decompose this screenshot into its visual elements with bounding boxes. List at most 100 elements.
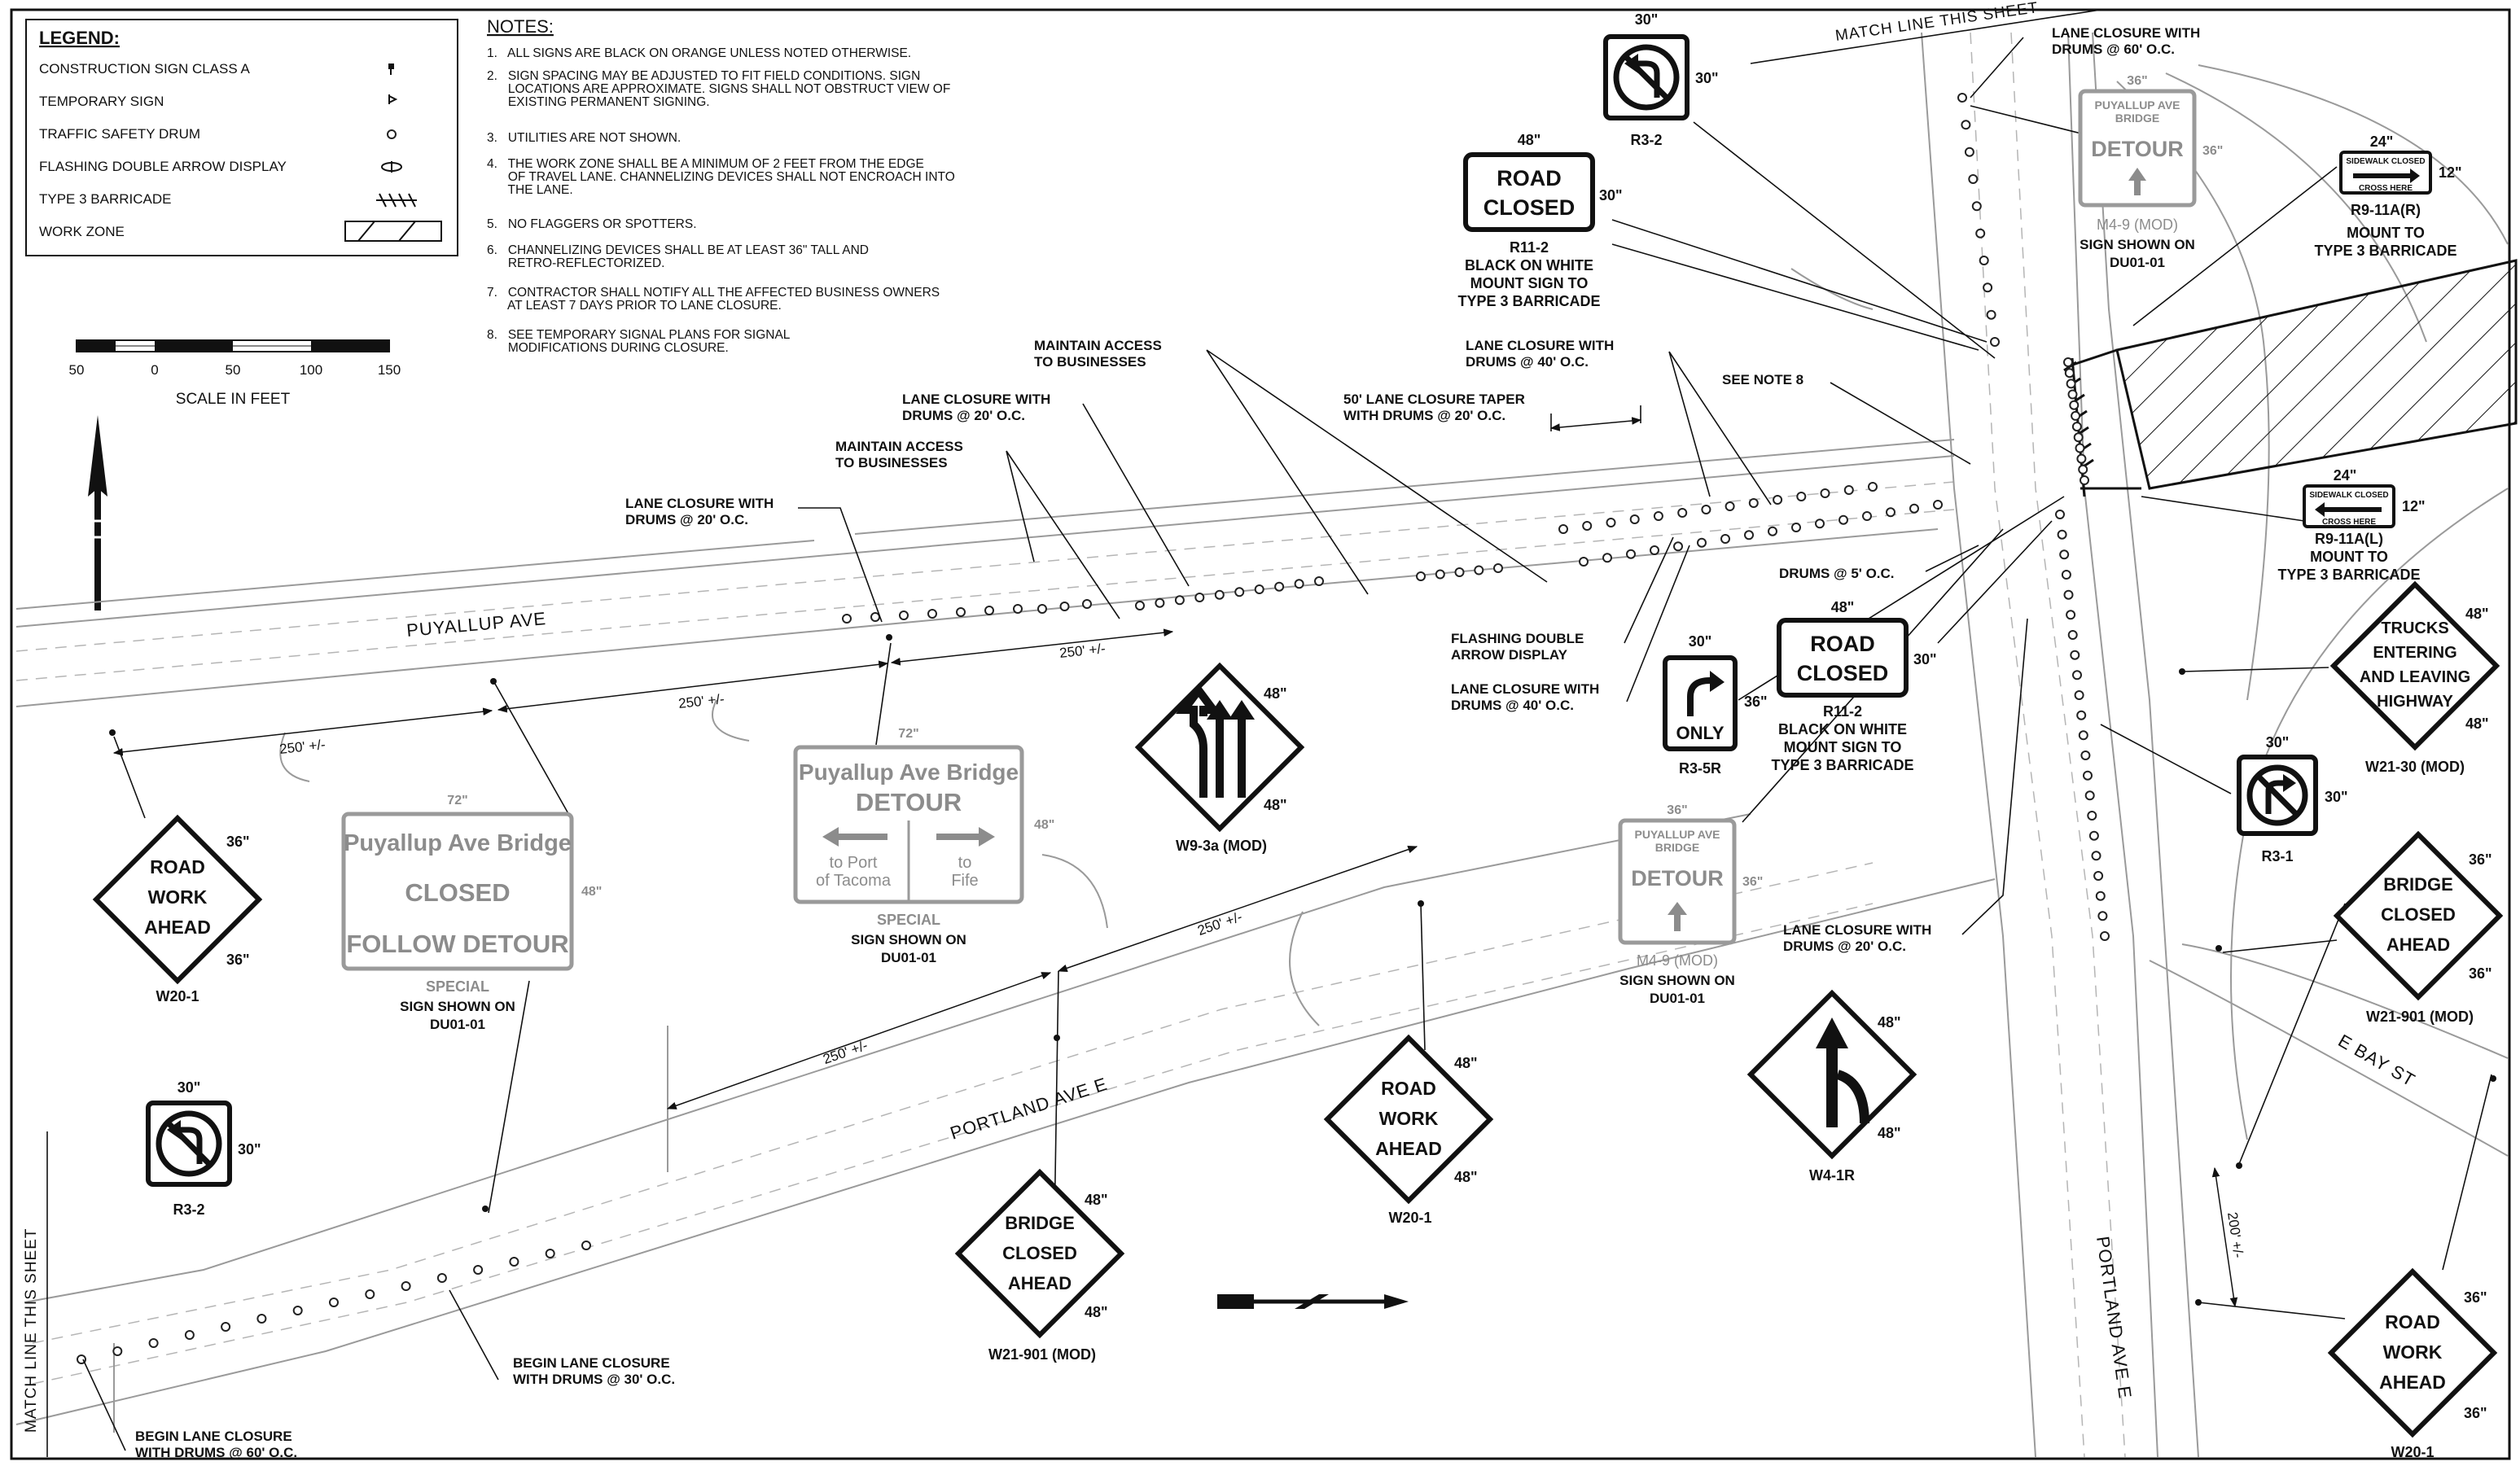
sign-follow-detour-height: 48" (581, 885, 602, 899)
sign-r11-2-middle: 48" ROAD CLOSED 30" R11-2 BLACK ON WHITE… (1771, 599, 1936, 773)
traffic-drum (473, 1265, 484, 1275)
traffic-drum (1673, 541, 1683, 552)
note-line: 5. NO FLAGGERS OR SPOTTERS. (487, 217, 697, 231)
north-arrow-icon (88, 415, 107, 610)
sign-m4-9-top-height: 36" (2202, 144, 2223, 158)
callout-c9-line1: DRUMS @ 5' O.C. (1779, 566, 1895, 581)
sign-r11-2-top-caption1: R11-2 (1510, 239, 1549, 256)
traffic-drum (1274, 581, 1285, 592)
traffic-drum (2080, 475, 2089, 485)
sign-r9-11a-right-caption3: TYPE 3 BARRICADE (2314, 243, 2456, 259)
traffic-drum (1725, 501, 1735, 511)
arrow-right-icon (936, 827, 995, 847)
callout-c8-line2: DRUMS @ 60' O.C. (2052, 42, 2175, 57)
arrow-up-icon (1668, 902, 1687, 931)
traffic-drum (112, 1346, 123, 1356)
traffic-drum (2074, 690, 2084, 700)
sign-follow-detour-width: 72" (447, 794, 467, 807)
sign-r11-2-top-caption4: TYPE 3 BARRICADE (1457, 293, 1600, 309)
sign-r9-11a-right-height: 12" (2439, 164, 2462, 181)
traffic-drum (2072, 670, 2082, 680)
traffic-drum (1194, 593, 1205, 602)
traffic-drum (1868, 482, 1878, 492)
traffic-drum (870, 612, 880, 622)
note-line: MODIFICATIONS DURING CLOSURE. (487, 341, 729, 355)
callout-c2-line1: MAINTAIN ACCESS (835, 439, 963, 454)
traffic-drum (1820, 488, 1830, 498)
sign-r3-1-dim2: 30" (2325, 789, 2348, 805)
sign-r11-2-top-line1: ROAD (1497, 166, 1562, 190)
traffic-drum (1013, 604, 1023, 614)
traffic-drum (2095, 891, 2106, 901)
sign-r3-5r-dim1: 30" (1689, 633, 1712, 650)
note-line: LOCATIONS ARE APPROXIMATE. SIGNS SHALL N… (487, 82, 950, 96)
traffic-drum (899, 610, 909, 620)
sign-r11-2-middle-caption3: MOUNT SIGN TO (1784, 739, 1902, 755)
traffic-drum (2075, 443, 2085, 453)
traffic-drum (2059, 549, 2070, 560)
note-line: 1. ALL SIGNS ARE BLACK ON ORANGE UNLESS … (487, 46, 911, 60)
callout-c6-line2: DRUMS @ 40' O.C. (1466, 354, 1589, 370)
notes: NOTES: 1. ALL SIGNS ARE BLACK ON ORANGE … (487, 16, 955, 355)
sign-detour-dir-title2: DETOUR (856, 788, 962, 816)
sign-r11-2-middle-line1: ROAD (1810, 632, 1875, 656)
sign-w21-30: TRUCKS ENTERING AND LEAVING HIGHWAY 48" … (2329, 580, 2500, 775)
sign-w9-3a-dim2: 48" (1264, 797, 1287, 813)
note-line: 3. UTILITIES ARE NOT SHOWN. (487, 131, 681, 145)
traffic-drum (1254, 584, 1264, 594)
sign-w20-1-middle-line1: ROAD (1381, 1078, 1436, 1099)
sign-r3-2-top-dim1: 30" (1635, 11, 1659, 28)
callout-c7-line1: SEE NOTE 8 (1722, 372, 1803, 387)
sign-detour-dir-right2: Fife (951, 872, 978, 890)
legend-item-work-zone: WORK ZONE (39, 224, 125, 239)
sign-r3-2-left-dim2: 30" (238, 1141, 261, 1157)
callout-c3-line1: LANE CLOSURE WITH (902, 392, 1050, 407)
sign-r3-1-dim1: 30" (2266, 734, 2290, 751)
sign-m4-9-middle-width: 36" (1667, 803, 1687, 817)
sign-r3-2-left-dim1: 30" (177, 1079, 201, 1096)
sign-w20-1-middle-dim1: 48" (1454, 1055, 1478, 1071)
traffic-drum (2055, 510, 2065, 519)
traffic-drum (2071, 422, 2082, 432)
traffic-drum (1886, 507, 1895, 518)
traffic-drum (2080, 751, 2091, 760)
match-line-top: MATCH LINE THIS SHEET (1834, 0, 2040, 45)
callout-c8-line1: LANE CLOSURE WITH (2052, 25, 2200, 41)
sign-r9-11a-left-cross: CROSS HERE (2322, 518, 2376, 527)
sign-r11-2-middle-caption2: BLACK ON WHITE (1778, 721, 1907, 737)
sign-m4-9-top: 36" PUYALLUP AVE BRIDGE DETOUR 36" M4-9 … (2078, 74, 2223, 270)
sign-r9-11a-left: 24" SIDEWALK CLOSED CROSS HERE 12" R9-11… (2277, 467, 2425, 583)
sign-r9-11a-right-sw: SIDEWALK CLOSED (2346, 157, 2425, 166)
sign-r3-5r-code: R3-5R (1679, 760, 1721, 777)
sign-m4-9-middle-height: 36" (1742, 875, 1763, 889)
traffic-drum (2069, 400, 2080, 410)
sign-r9-11a-right: 24" SIDEWALK CLOSED CROSS HERE 12" R9-11… (2314, 133, 2461, 259)
callout-text: LANE CLOSURE WITH DRUMS @ 20' O.C. MAINTAI… (135, 25, 2200, 1460)
traffic-drum (1059, 602, 1070, 611)
sign-w21-901-right-code: W21-901 (MOD) (2366, 1009, 2474, 1025)
sign-r9-11a-right-cross: CROSS HERE (2359, 184, 2413, 193)
callout-c10-line2: ARROW DISPLAY (1451, 647, 1568, 663)
traffic-drum (1234, 587, 1245, 597)
traffic-drum (1815, 519, 1825, 529)
callout-c11-line2: DRUMS @ 40' O.C. (1451, 698, 1574, 713)
sign-w20-1-right-dim2: 36" (2464, 1405, 2487, 1421)
traffic-drum (1174, 595, 1185, 606)
sign-w20-1-middle-code: W20-1 (1388, 1210, 1431, 1226)
sign-w21-30-line3: AND LEAVING (2360, 668, 2470, 686)
traffic-drum (581, 1241, 591, 1250)
sign-m4-9-top-caption1: M4-9 (MOD) (2097, 217, 2178, 233)
match-line-left: MATCH LINE THIS SHEET (23, 1228, 40, 1433)
right-turn-arrow-icon (1687, 677, 1713, 716)
sign-w20-1-left-code: W20-1 (156, 988, 199, 1004)
sign-bridge-detour-directional: 72" Puyallup Ave Bridge DETOUR to Port o… (793, 727, 1054, 965)
callout-c12-line2: DRUMS @ 20' O.C. (1783, 939, 1906, 954)
note-line: 6. CHANNELIZING DEVICES SHALL BE AT LEAS… (487, 243, 869, 257)
traffic-drum (1791, 523, 1801, 532)
sign-w21-30-line2: ENTERING (2373, 644, 2456, 662)
sign-w21-901-left-line3: AHEAD (1008, 1273, 1072, 1293)
scale-tick-50: 50 (226, 362, 241, 378)
sign-class-a-symbol-icon (388, 63, 394, 75)
traffic-drum (2083, 770, 2093, 781)
arrow-left-icon (2315, 502, 2382, 517)
